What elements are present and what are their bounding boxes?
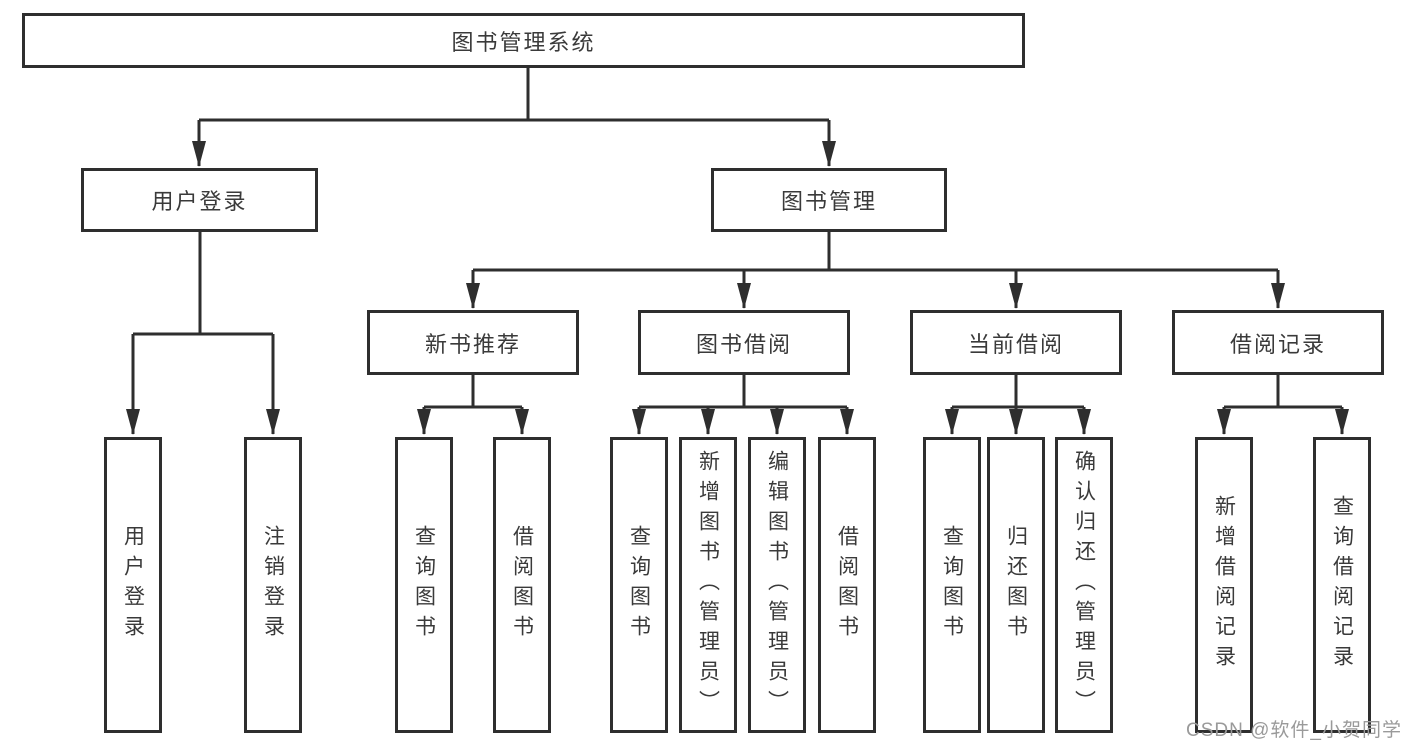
connector-trunks [133, 68, 1342, 409]
leaf-borrowing-query-books: 查询图书 [610, 437, 668, 733]
leaf-current-confirm-return-admin: 确认归还（管理员） [1055, 437, 1113, 733]
leaf-recommend-borrow-books: 借阅图书 [493, 437, 551, 733]
leaf-borrowing-add-books-admin: 新增图书（管理员） [679, 437, 737, 733]
node-new-book-recommend: 新书推荐 [367, 310, 579, 375]
leaf-logout-login: 注销登录 [244, 437, 302, 733]
leaf-records-add-record: 新增借阅记录 [1195, 437, 1253, 733]
node-book-borrowing: 图书借阅 [638, 310, 850, 375]
leaf-recommend-query-books: 查询图书 [395, 437, 453, 733]
leaf-borrowing-edit-books-admin: 编辑图书（管理员） [748, 437, 806, 733]
leaf-current-return-books: 归还图书 [987, 437, 1045, 733]
node-borrowing-records: 借阅记录 [1172, 310, 1384, 375]
node-current-borrowing: 当前借阅 [910, 310, 1122, 375]
leaf-user-login: 用户登录 [104, 437, 162, 733]
node-library-management-system: 图书管理系统 [22, 13, 1025, 68]
leaf-records-query-record: 查询借阅记录 [1313, 437, 1371, 733]
node-user-login: 用户登录 [81, 168, 318, 232]
node-book-management: 图书管理 [711, 168, 947, 232]
leaf-current-query-books: 查询图书 [923, 437, 981, 733]
csdn-watermark: CSDN @软件_小贺同学 [1186, 720, 1402, 741]
leaf-borrowing-borrow-books: 借阅图书 [818, 437, 876, 733]
